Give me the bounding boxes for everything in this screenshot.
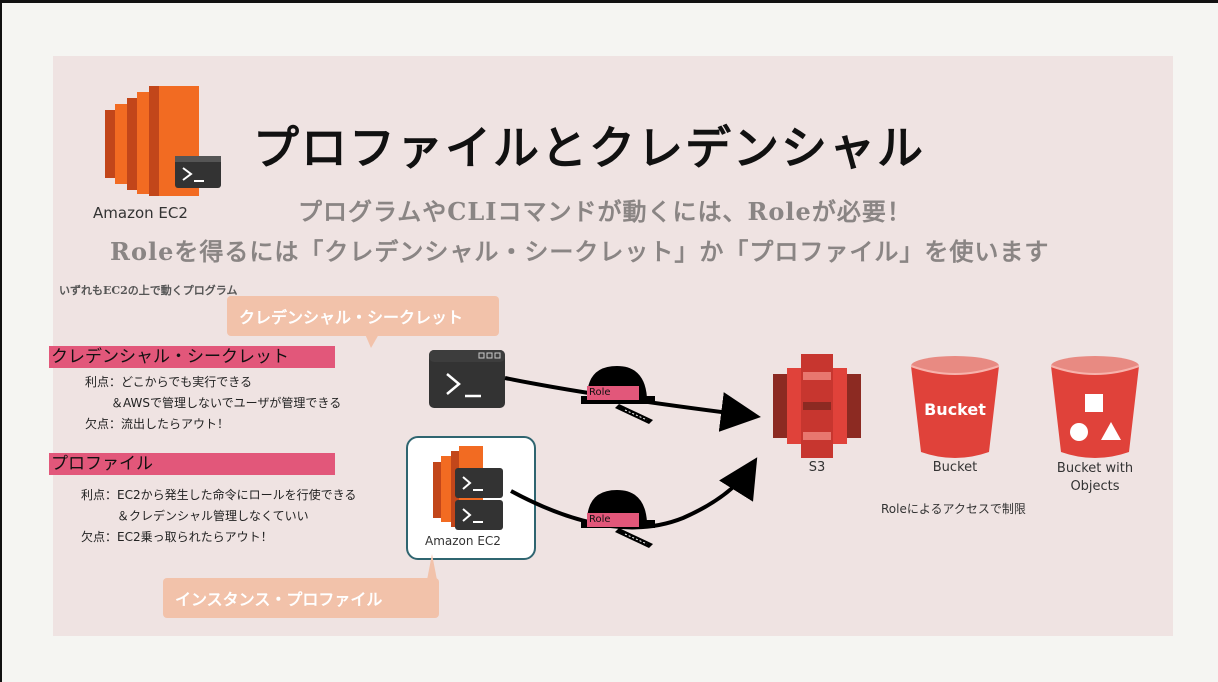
profile-arrow: [510, 457, 758, 530]
profile-heading: プロファイル: [49, 453, 335, 475]
bucket-label: Bucket: [932, 460, 978, 475]
profile-demerit: 欠点：EC2乗っ取られたらアウト！: [81, 530, 273, 544]
bucket-with-objects-icon: [1050, 356, 1140, 458]
flow-arrows: [504, 376, 761, 530]
credential-callout-pointer: [365, 334, 379, 348]
role-label-credential: Role: [587, 386, 639, 400]
programs-note: いずれもEC2の上で動くプログラム: [59, 284, 238, 297]
s3-label: S3: [808, 460, 826, 475]
role-label-profile: Role: [587, 513, 639, 527]
access-restriction-note: Roleによるアクセスで制限: [881, 502, 1026, 516]
window-left-border: [0, 0, 2, 682]
terminal-icon: [429, 350, 505, 408]
profile-merit-2: ＆クレデンシャル管理しなくていい: [117, 509, 309, 523]
ec2-logo-label: Amazon EC2: [93, 204, 188, 222]
subtitle-line-2: Roleを得るには「クレデンシャル・シークレット」か「プロファイル」を使います: [110, 237, 1050, 266]
credential-demerit: 欠点：流出したらアウト！: [85, 417, 230, 431]
bucket-icon: [910, 356, 1000, 458]
subtitle-line-1: プログラムやCLIコマンドが動くには、Roleが必要！: [298, 197, 912, 226]
credential-merit-1: 利点：どこからでも実行できる: [85, 375, 253, 389]
s3-icon: [773, 354, 861, 458]
bucket-icon-text: Bucket: [924, 400, 986, 419]
credential-merit-2: ＆AWSで管理しないでユーザが管理できる: [111, 396, 342, 410]
profile-merit-1: 利点：EC2から発生した命令にロールを行使できる: [81, 488, 357, 502]
credential-heading: クレデンシャル・シークレット: [49, 346, 335, 368]
bucket-with-objects-label: Bucket with Objects: [1056, 461, 1134, 494]
ec2-instance-icon: [433, 446, 503, 530]
page-title: プロファイルとクレデンシャル: [253, 121, 925, 175]
ec2-instance-label: Amazon EC2: [425, 534, 501, 548]
credential-callout: クレデンシャル・シークレット: [227, 296, 499, 336]
instance-profile-callout-pointer: [427, 554, 437, 580]
slide: Amazon EC2 プロファイルとクレデンシャル プログラムやCLIコマンドが…: [49, 56, 1173, 636]
window-top-border: [0, 0, 1218, 3]
instance-profile-callout: インスタンス・プロファイル: [163, 578, 439, 618]
ec2-logo-icon: [105, 86, 221, 196]
